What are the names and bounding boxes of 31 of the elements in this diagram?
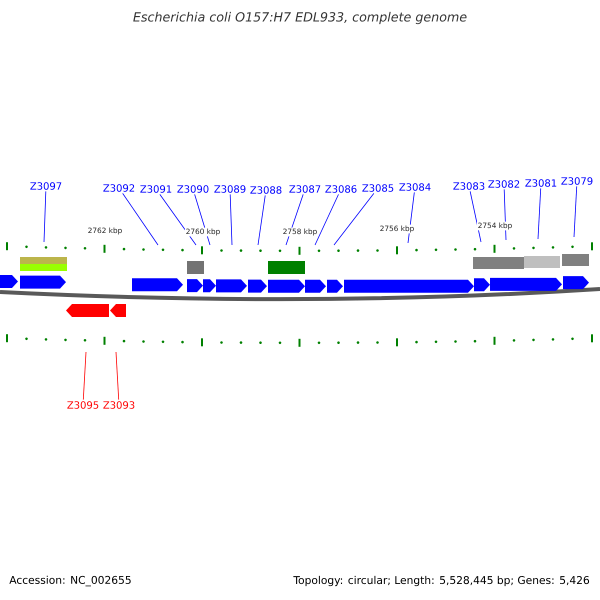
leader-line (470, 190, 482, 242)
gene-label: Z3087 (289, 185, 320, 193)
leader-line (538, 188, 542, 240)
gene-label: Z3085 (362, 184, 394, 192)
leader-line (122, 192, 158, 246)
gene-label: Z3083 (453, 182, 484, 190)
footer-text: Accession: NC_002655 (9, 576, 131, 586)
gene-label: Z3081 (525, 179, 556, 187)
gene-label: Z3079 (561, 177, 592, 185)
leader-line (82, 352, 86, 400)
leader-line (230, 194, 232, 246)
gene-label: Z3088 (250, 186, 282, 194)
leader-line (314, 194, 339, 246)
gene-label: Z3095 (67, 401, 98, 409)
gene-label: Z3092 (103, 184, 134, 192)
title: Escherichia coli O157:H7 EDL933, complete genome (133, 12, 467, 24)
gene-label: Z3089 (214, 185, 246, 193)
gene-label: Z3086 (325, 185, 356, 193)
leader-line (44, 190, 46, 242)
gene-label: Z3082 (488, 180, 520, 188)
leader-line (334, 192, 374, 246)
leader-line (574, 186, 578, 238)
gene-label: Z3091 (140, 185, 172, 193)
leader-line (258, 194, 266, 246)
leader-line (159, 194, 196, 246)
gene-label: Z3090 (177, 185, 208, 193)
gene-label: Z3093 (103, 401, 134, 409)
gene-label: Z3097 (30, 182, 62, 190)
leader-line (116, 352, 120, 400)
gene-label: Z3084 (399, 183, 431, 191)
footer-text: Topology: circular; Length: 5,528,445 bp; Genes: 5,426 (293, 576, 590, 586)
